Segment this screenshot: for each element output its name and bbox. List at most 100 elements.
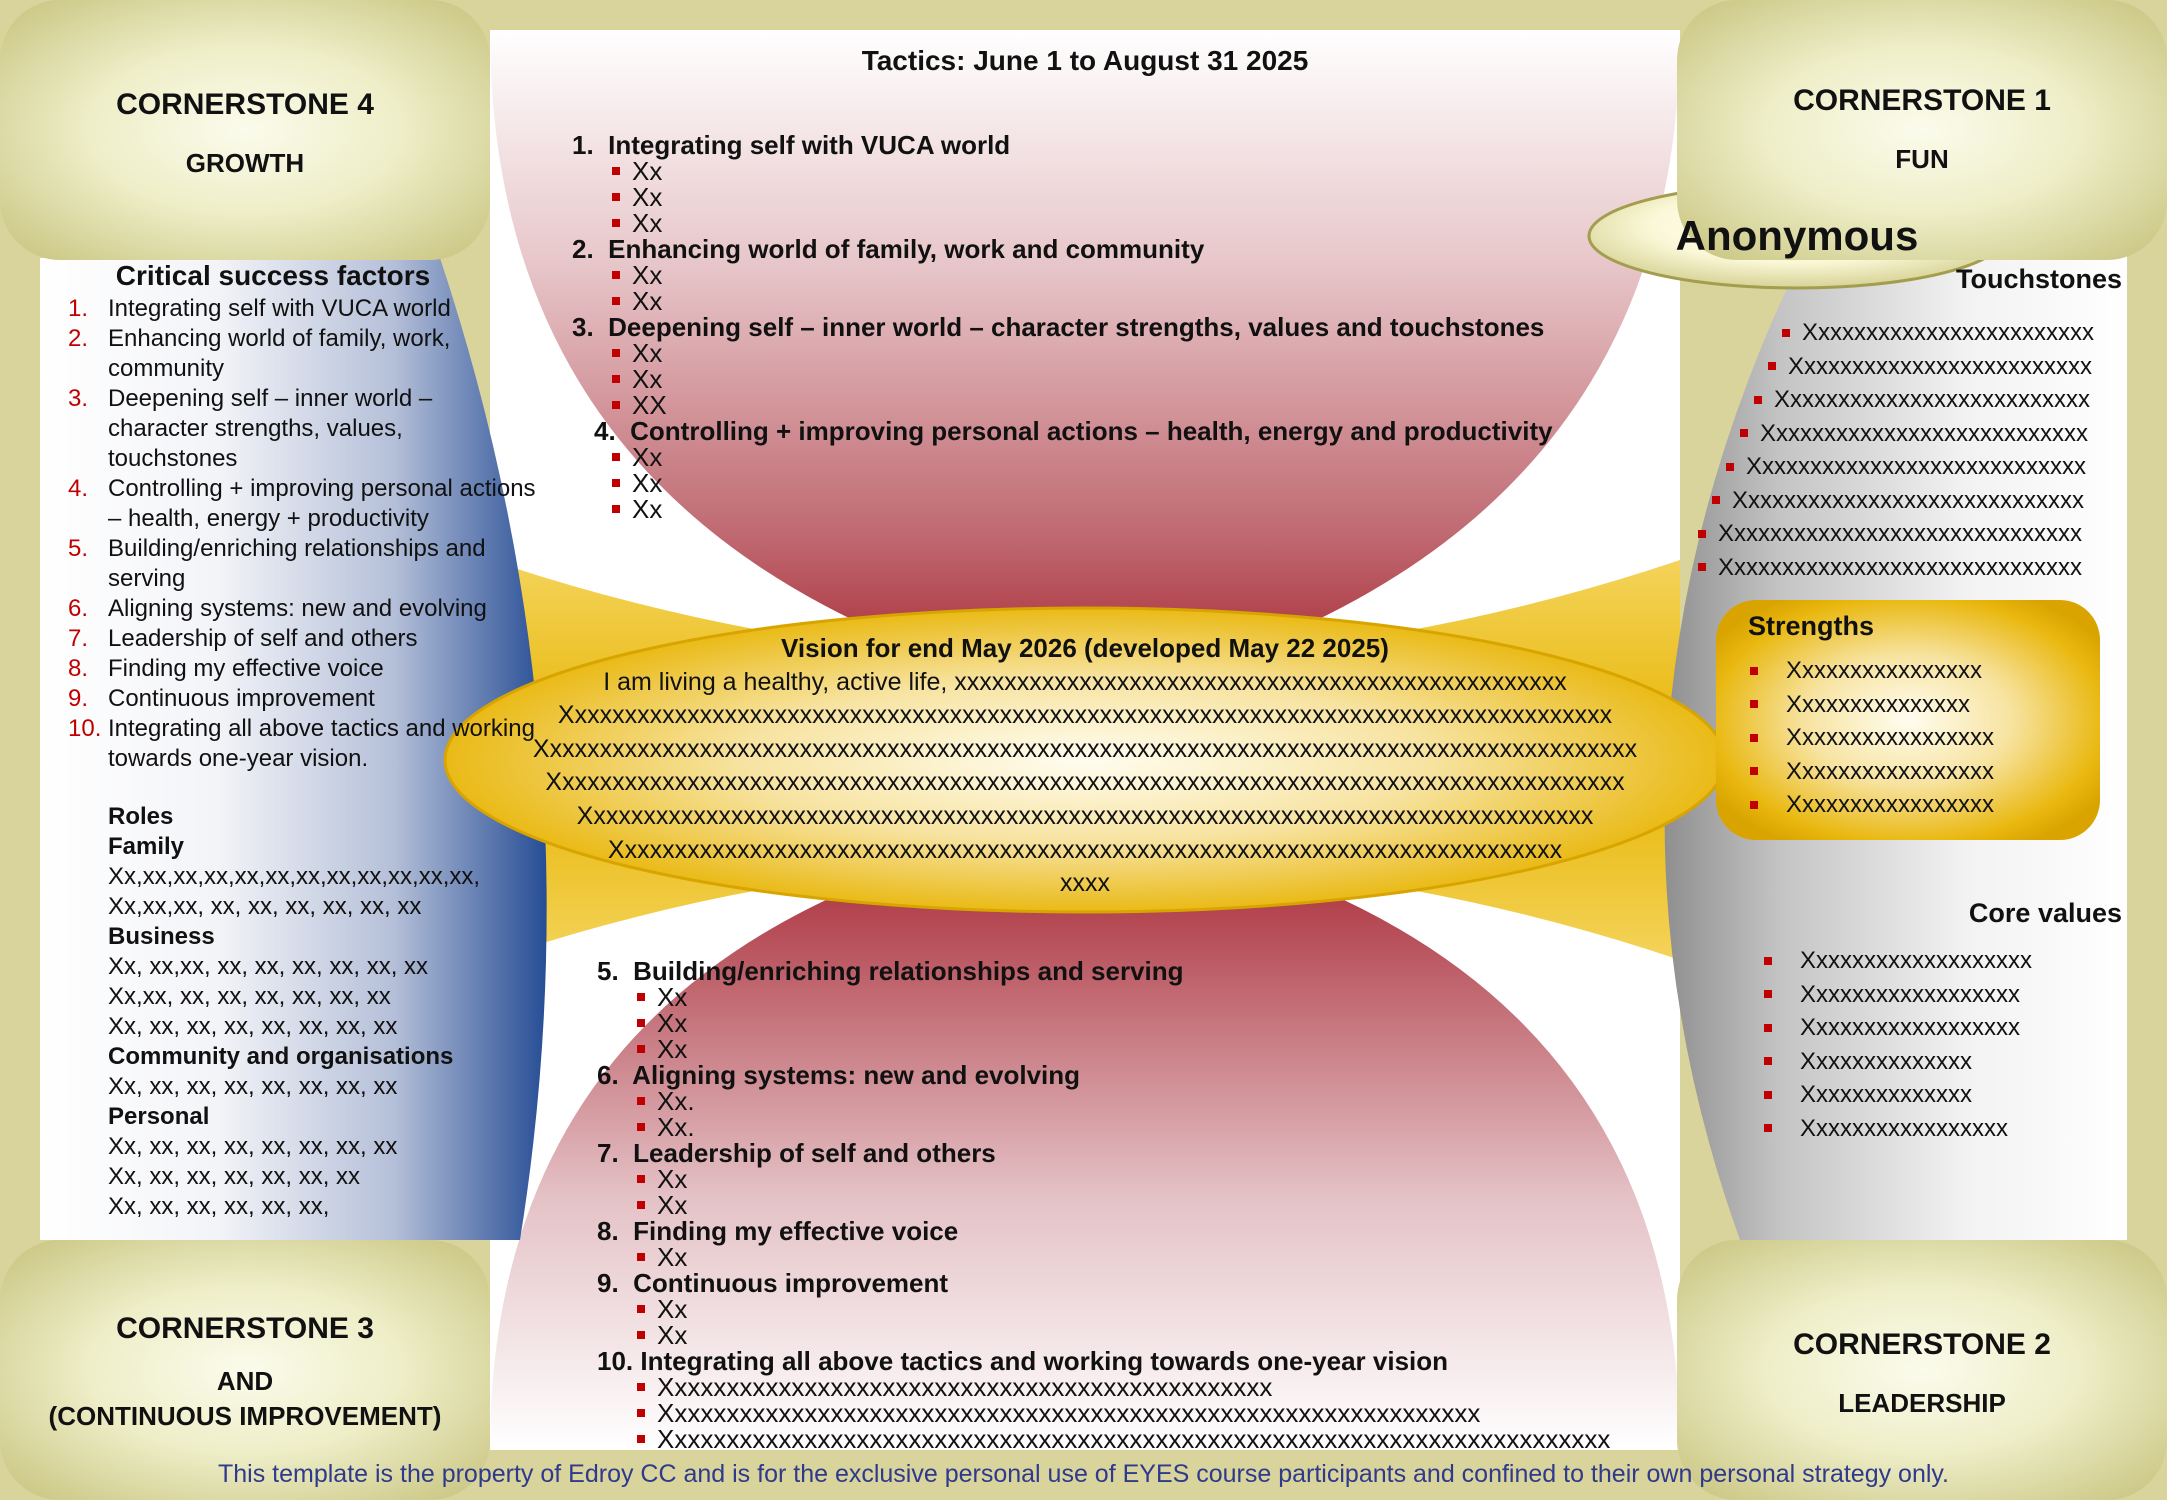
core-values-title: Core values xyxy=(1968,898,2122,928)
csf-item: 10.Integrating all above tactics and wor… xyxy=(68,715,535,772)
roles-group-name: Community and organisations xyxy=(108,1043,454,1070)
touchstone-item: Xxxxxxxxxxxxxxxxxxxxxxxx xyxy=(1780,316,2122,350)
strength-item: Xxxxxxxxxxxxxxxxx xyxy=(1748,721,2088,755)
tactic-heading: Integrating all above tactics and workin… xyxy=(640,1346,1449,1376)
core-values-list: Xxxxxxxxxxxxxxxxxxx Xxxxxxxxxxxxxxxxxx X… xyxy=(1762,944,2122,1145)
touchstone-item: Xxxxxxxxxxxxxxxxxxxxxxxxxxx xyxy=(1738,417,2122,451)
cornerstone-3-subtitle-1: AND xyxy=(216,1366,274,1396)
vision-title: Vision for end May 2026 (developed May 2… xyxy=(781,633,1389,663)
csf-item: 2.Enhancing world of family, work, commu… xyxy=(68,325,451,382)
tactic-3: 3. Deepening self – inner world – charac… xyxy=(572,314,1672,418)
strength-item: Xxxxxxxxxxxxxxxxx xyxy=(1748,788,2088,822)
tactics-bottom-list: 5. Building/enriching relationships and … xyxy=(597,958,1677,1452)
cornerstone-4-subtitle: GROWTH xyxy=(185,148,305,178)
csf-list: 1.Integrating self with VUCA world 2.Enh… xyxy=(68,294,538,774)
tactic-4: 4. Controlling + improving personal acti… xyxy=(594,418,1672,522)
tactics-top-list: 1. Integrating self with VUCA world Xx X… xyxy=(572,132,1672,522)
tactic-heading: Deepening self – inner world – character… xyxy=(608,312,1545,342)
cornerstone-3-subtitle-2: (CONTINUOUS IMPROVEMENT) xyxy=(48,1401,442,1431)
csf-item: 9.Continuous improvement xyxy=(68,685,375,712)
tactic-heading: Finding my effective voice xyxy=(633,1216,959,1246)
roles-line: Xx, xx, xx, xx, xx, xx, xx, xx xyxy=(108,1013,398,1040)
tactic-heading: Aligning systems: new and evolving xyxy=(632,1060,1081,1090)
touchstones-title: Touchstones xyxy=(1955,264,2122,294)
roles-line: Xx, xx, xx, xx, xx, xx, xx, xx xyxy=(108,1133,398,1160)
csf-item: 4.Controlling + improving personal actio… xyxy=(68,475,536,532)
tactic-item: Xx xyxy=(610,210,1672,236)
tactic-item: Xx xyxy=(610,366,1672,392)
tactic-item: Xx. xyxy=(635,1088,1677,1114)
touchstone-item: Xxxxxxxxxxxxxxxxxxxxxxxxxxxxxx xyxy=(1696,517,2122,551)
tactic-item: Xx. xyxy=(635,1114,1677,1140)
strengths-title: Strengths xyxy=(1748,611,1875,641)
tactic-item: Xx xyxy=(610,444,1672,470)
core-value-item: Xxxxxxxxxxxxxxxxxxx xyxy=(1762,944,2122,978)
tactic-item: Xx xyxy=(610,184,1672,210)
tactic-item: Xx xyxy=(635,1192,1677,1218)
vision-line: I am living a healthy, active life, xxxx… xyxy=(603,667,1567,696)
tactic-7: 7. Leadership of self and others Xx Xx xyxy=(597,1140,1677,1218)
roles-line: Xx, xx,xx, xx, xx, xx, xx, xx, xx xyxy=(108,953,429,980)
roles-title: Roles xyxy=(108,803,174,830)
tactic-item: Xx xyxy=(635,1166,1677,1192)
cornerstone-3-title: CORNERSTONE 3 xyxy=(116,1312,374,1345)
tactic-1: 1. Integrating self with VUCA world Xx X… xyxy=(572,132,1672,236)
tactic-2: 2. Enhancing world of family, work and c… xyxy=(572,236,1672,314)
core-value-item: Xxxxxxxxxxxxxx xyxy=(1762,1078,2122,1112)
core-value-item: Xxxxxxxxxxxxxxxxxx xyxy=(1762,978,2122,1012)
tactic-item: Xx xyxy=(635,984,1677,1010)
tactic-item: Xx xyxy=(610,262,1672,288)
tactic-item: Xx xyxy=(610,340,1672,366)
tactic-heading: Enhancing world of family, work and comm… xyxy=(608,234,1205,264)
tactic-item: Xxxxxxxxxxxxxxxxxxxxxxxxxxxxxxxxxxxxxxxx… xyxy=(635,1426,1677,1452)
cornerstone-1-box: CORNERSTONE 1 FUN xyxy=(1677,0,2167,260)
footer-disclaimer: This template is the property of Edroy C… xyxy=(218,1460,1949,1488)
tactic-item: XX xyxy=(610,392,1672,418)
tactic-item: Xx xyxy=(610,158,1672,184)
roles-line: Xx, xx, xx, xx, xx, xx, xx xyxy=(108,1163,361,1190)
core-value-item: Xxxxxxxxxxxxxxxxxx xyxy=(1762,1011,2122,1045)
tactic-item: Xx xyxy=(635,1010,1677,1036)
vision-line: Xxxxxxxxxxxxxxxxxxxxxxxxxxxxxxxxxxxxxxxx… xyxy=(532,734,1638,763)
tactic-8: 8. Finding my effective voice Xx xyxy=(597,1218,1677,1270)
roles-line: Xx, xx, xx, xx, xx, xx, xx, xx xyxy=(108,1073,398,1100)
tactic-heading: Leadership of self and others xyxy=(633,1138,996,1168)
critical-success-factors: Critical success factors 1.Integrating s… xyxy=(68,258,538,774)
csf-title: Critical success factors xyxy=(115,260,431,291)
tactic-item: Xx xyxy=(635,1036,1677,1062)
csf-item: 1.Integrating self with VUCA world xyxy=(68,295,451,322)
cornerstone-2-subtitle: LEADERSHIP xyxy=(1838,1388,2006,1418)
touchstone-item: Xxxxxxxxxxxxxxxxxxxxxxxxxx xyxy=(1752,383,2122,417)
tactics-title: Tactics: June 1 to August 31 2025 xyxy=(861,45,1309,76)
roles-line: Xx, xx, xx, xx, xx, xx, xyxy=(108,1193,330,1220)
strength-item: Xxxxxxxxxxxxxxxx xyxy=(1748,654,2088,688)
tactic-item: Xx xyxy=(610,496,1672,522)
vision-line: xxxx xyxy=(1060,869,1110,898)
vision-line: Xxxxxxxxxxxxxxxxxxxxxxxxxxxxxxxxxxxxxxxx… xyxy=(545,768,1625,797)
touchstone-item: Xxxxxxxxxxxxxxxxxxxxxxxxx xyxy=(1766,350,2122,384)
cornerstone-3-box: CORNERSTONE 3 AND (CONTINUOUS IMPROVEMEN… xyxy=(0,1240,490,1500)
tactic-item: Xx xyxy=(610,288,1672,314)
csf-item: 6.Aligning systems: new and evolving xyxy=(68,595,487,622)
cornerstone-4-box: CORNERSTONE 4 GROWTH xyxy=(0,0,490,260)
tactic-heading: Integrating self with VUCA world xyxy=(608,130,1011,160)
roles-group-name: Personal xyxy=(108,1103,210,1130)
csf-item: 7.Leadership of self and others xyxy=(68,625,418,652)
tactic-item: Xx xyxy=(635,1322,1677,1348)
tactic-heading: Controlling + improving personal actions… xyxy=(630,416,1553,446)
tactic-5: 5. Building/enriching relationships and … xyxy=(597,958,1677,1062)
touchstone-item: Xxxxxxxxxxxxxxxxxxxxxxxxxxxx xyxy=(1724,450,2122,484)
touchstones-list: Xxxxxxxxxxxxxxxxxxxxxxxx Xxxxxxxxxxxxxxx… xyxy=(1698,316,2122,584)
tactic-6: 6. Aligning systems: new and evolving Xx… xyxy=(597,1062,1677,1140)
vision-line: Xxxxxxxxxxxxxxxxxxxxxxxxxxxxxxxxxxxxxxxx… xyxy=(607,835,1563,864)
csf-item: 3.Deepening self – inner world – charact… xyxy=(68,385,433,472)
cornerstone-1-title: CORNERSTONE 1 xyxy=(1793,84,2051,117)
cornerstone-2-title: CORNERSTONE 2 xyxy=(1793,1328,2051,1361)
tactic-item: Xxxxxxxxxxxxxxxxxxxxxxxxxxxxxxxxxxxxxxxx… xyxy=(635,1374,1677,1400)
roles-group-name: Business xyxy=(108,923,215,950)
name-badge: Anonymous xyxy=(1675,212,1919,259)
roles-section: Roles Family Xx,xx,xx,xx,xx,xx,xx,xx,xx,… xyxy=(108,802,548,1222)
roles-line: Xx,xx,xx,xx,xx,xx,xx,xx,xx,xx,xx,xx, xyxy=(108,863,481,890)
core-value-item: Xxxxxxxxxxxxxx xyxy=(1762,1045,2122,1079)
